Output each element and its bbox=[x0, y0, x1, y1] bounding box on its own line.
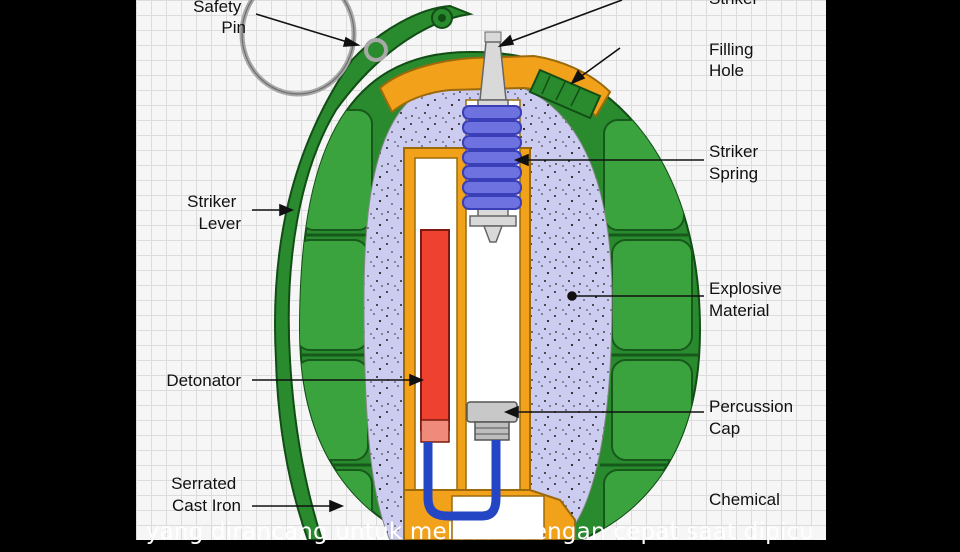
chemical-tube bbox=[423, 440, 501, 521]
filling-hole-plug bbox=[528, 68, 602, 120]
grenade-diagram: Safety Pin Striker Filling Hole Striker … bbox=[166, 0, 798, 540]
label-striker-spring: Striker Spring bbox=[709, 142, 763, 183]
detonator bbox=[420, 229, 450, 443]
label-striker-lever: Striker Lever bbox=[187, 192, 241, 233]
label-percussion-cap: Percussion Cap bbox=[709, 397, 798, 438]
label-explosive-material: Explosive Material bbox=[709, 279, 787, 320]
label-striker: Striker bbox=[709, 0, 758, 8]
label-detonator: Detonator bbox=[166, 371, 241, 390]
label-serrated-cast-iron: Serrated Cast Iron bbox=[171, 474, 241, 515]
percussion-cap bbox=[466, 401, 518, 441]
leader-lines bbox=[252, 0, 704, 513]
label-filling-hole: Filling Hole bbox=[709, 40, 758, 80]
label-chemical: Chemical bbox=[709, 490, 780, 509]
label-safety-pin: Safety Pin bbox=[193, 0, 246, 37]
frame: Safety Pin Striker Filling Hole Striker … bbox=[136, 0, 826, 545]
safety-pin-ring bbox=[239, 0, 388, 97]
subtitle-caption: yang dirancang untuk meledak dengan cepa… bbox=[145, 519, 815, 545]
striker-spring bbox=[462, 105, 522, 210]
